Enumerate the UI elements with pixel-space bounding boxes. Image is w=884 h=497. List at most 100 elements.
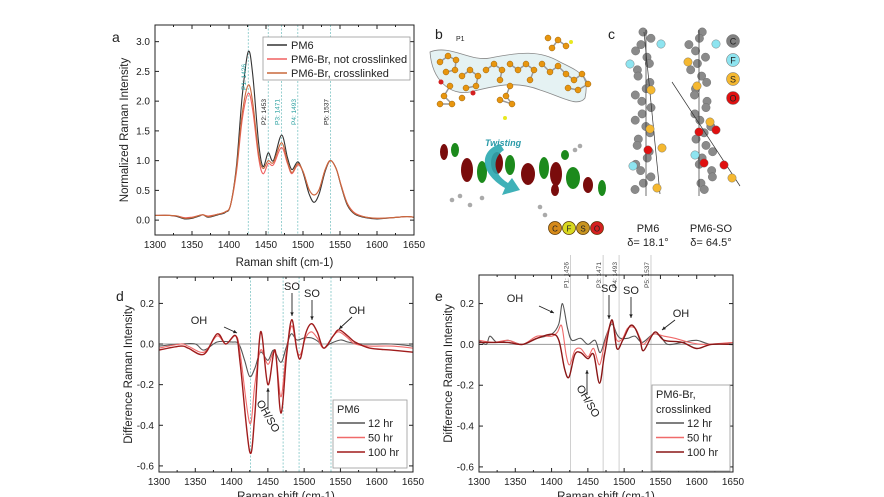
carbon-atom [544,34,552,42]
carbon-atom [440,92,448,100]
y-tick-label: 0.2 [140,299,154,310]
atom [449,197,455,203]
carbon-atom [686,65,696,75]
x-tick-label: 1350 [184,477,207,488]
carbon-atom [630,185,640,194]
atom [652,183,662,193]
x-axis-label: Raman shift (cm-1) [236,257,334,269]
y-tick-label: 3.0 [136,37,150,48]
carbon-atom [522,60,530,68]
carbon-atom [708,147,718,157]
carbon-atom [508,100,516,108]
x-tick-label: 1350 [181,240,204,251]
carbon-atom [695,33,704,43]
y-tick-label: -0.2 [457,381,475,392]
carbon-atom [458,94,466,102]
orbital-lobe [566,167,580,189]
orbital-lobe [561,150,569,160]
orbital-lobe [461,158,473,182]
series-line-100-hr [479,319,734,384]
twisting-arrow-icon [484,144,520,195]
annotation-label: SO [601,283,617,295]
x-tick-label: 1500 [613,477,636,488]
peak-label: P5: 1537 [323,99,330,125]
carbon-atom [548,44,556,52]
x-tick-label: 1300 [144,240,167,251]
carbon-atom [452,56,460,64]
series-line-100-hr [158,318,414,455]
molecular-orbitals [440,143,606,218]
atom [727,173,737,183]
orbital-lobe [551,184,559,196]
legend-title: PM6-Br, [656,389,696,401]
x-tick-label: 1600 [366,477,389,488]
atom-legend-label: C [730,37,737,47]
carbon-atom [691,46,700,56]
carbon-atom [630,115,640,125]
peak-label: P1: 1426 [563,262,570,288]
atom [577,143,583,149]
x-tick-label: 1350 [504,477,527,488]
x-tick-label: 1500 [292,240,315,251]
carbon-atom [646,33,656,43]
carbon-atom [442,68,450,76]
fluorine-atom [569,40,573,44]
carbon-atom [701,103,711,113]
carbon-atom [637,96,647,106]
carbon-atom [699,185,709,194]
annotation-label: SO [284,281,300,293]
annotation-label: OH [507,293,524,305]
orbital-lobe [539,157,549,179]
x-tick-label: 1400 [220,477,243,488]
annotation-label: OH [673,308,690,320]
x-tick-label: 1300 [468,477,491,488]
carbon-atom [546,68,554,76]
legend-label: 50 hr [368,433,393,445]
peak-label: P2: 1453 [261,99,268,125]
arrowhead-icon [550,309,554,314]
carbon-atom [506,60,514,68]
carbon-atom [562,42,570,50]
carbon-atom [690,90,699,100]
arrowhead-icon [266,388,270,392]
structure-name-pm6-so: PM6-SO [690,223,733,235]
y-tick-label: 0.0 [136,216,150,227]
atom-legend-swatch [576,221,590,235]
atom [625,59,635,69]
annotation-label: OH/SO [574,383,602,420]
annotation-label: SO [623,285,639,297]
legend-box [332,399,408,469]
legend-title: crosslinked [656,404,711,416]
carbon-atom [644,59,654,68]
carbon-atom [701,140,711,150]
x-axis-label: Raman shift (cm-1) [557,491,655,497]
panel-label-b: b [435,26,443,42]
peak-label: P4: 1493 [291,99,298,125]
carbon-atom [637,109,647,119]
x-tick-label: 1400 [218,240,241,251]
x-tick-label: 1500 [293,477,316,488]
annotation-label: OH [191,315,208,327]
orbital-lobe [505,155,515,175]
arrowhead-icon [607,315,611,319]
peak-label: P4: 1493 [612,262,619,288]
y-axis-label: Difference Raman Intensity [443,304,455,443]
orbital-lobe [583,177,593,193]
atom [711,39,721,49]
carbon-atom [506,82,514,90]
ring-axis [671,81,741,187]
x-tick-label: 1450 [255,240,278,251]
oxygen-atom [438,79,444,85]
atom [572,147,578,153]
torsion-angle-pm6: δ= 18.1° [627,237,668,249]
legend-label: PM6 [291,40,314,52]
atom-legend-label: S [730,75,736,85]
carbon-atom [632,140,642,150]
carbon-atom [646,172,656,182]
carbon-atom [482,66,490,74]
